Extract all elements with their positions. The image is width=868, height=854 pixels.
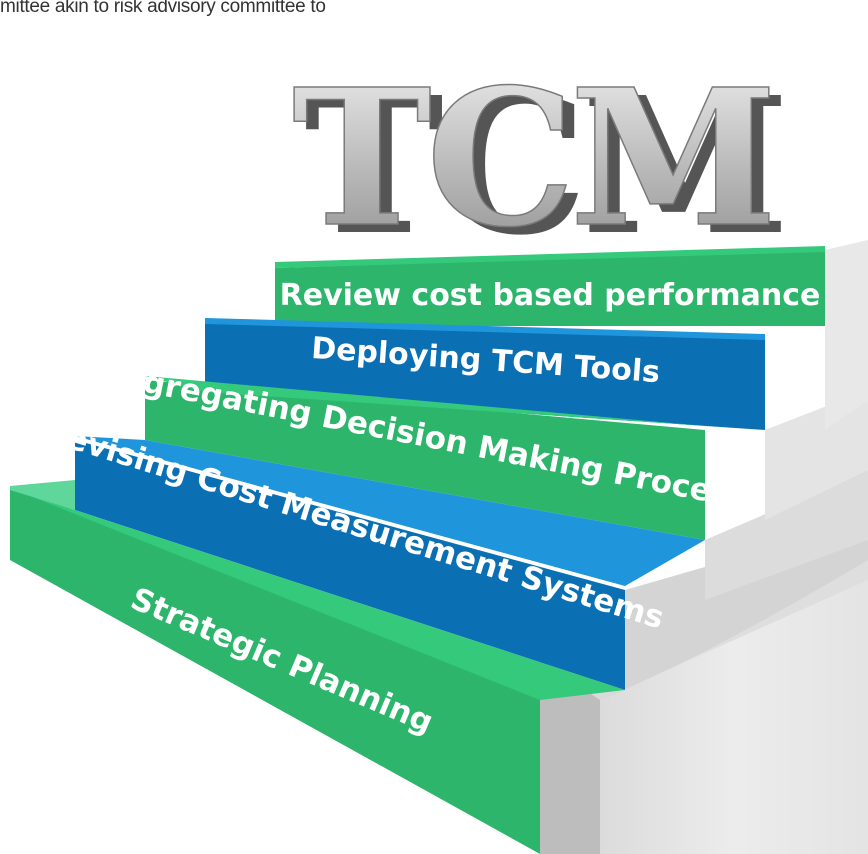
svg-text:TCM: TCM [292, 48, 772, 269]
step-4: Deploying TCM Tools [205, 318, 765, 430]
step-5: Review cost based performance [275, 246, 825, 326]
step-5-label: Review cost based performance [280, 278, 821, 313]
svg-text:TCM: TCM [304, 56, 784, 277]
staircase-wall [540, 240, 868, 854]
tcm-title: TCM TCM [291, 47, 789, 277]
header-text: mittee akin to risk advisory committee t… [0, 0, 326, 17]
